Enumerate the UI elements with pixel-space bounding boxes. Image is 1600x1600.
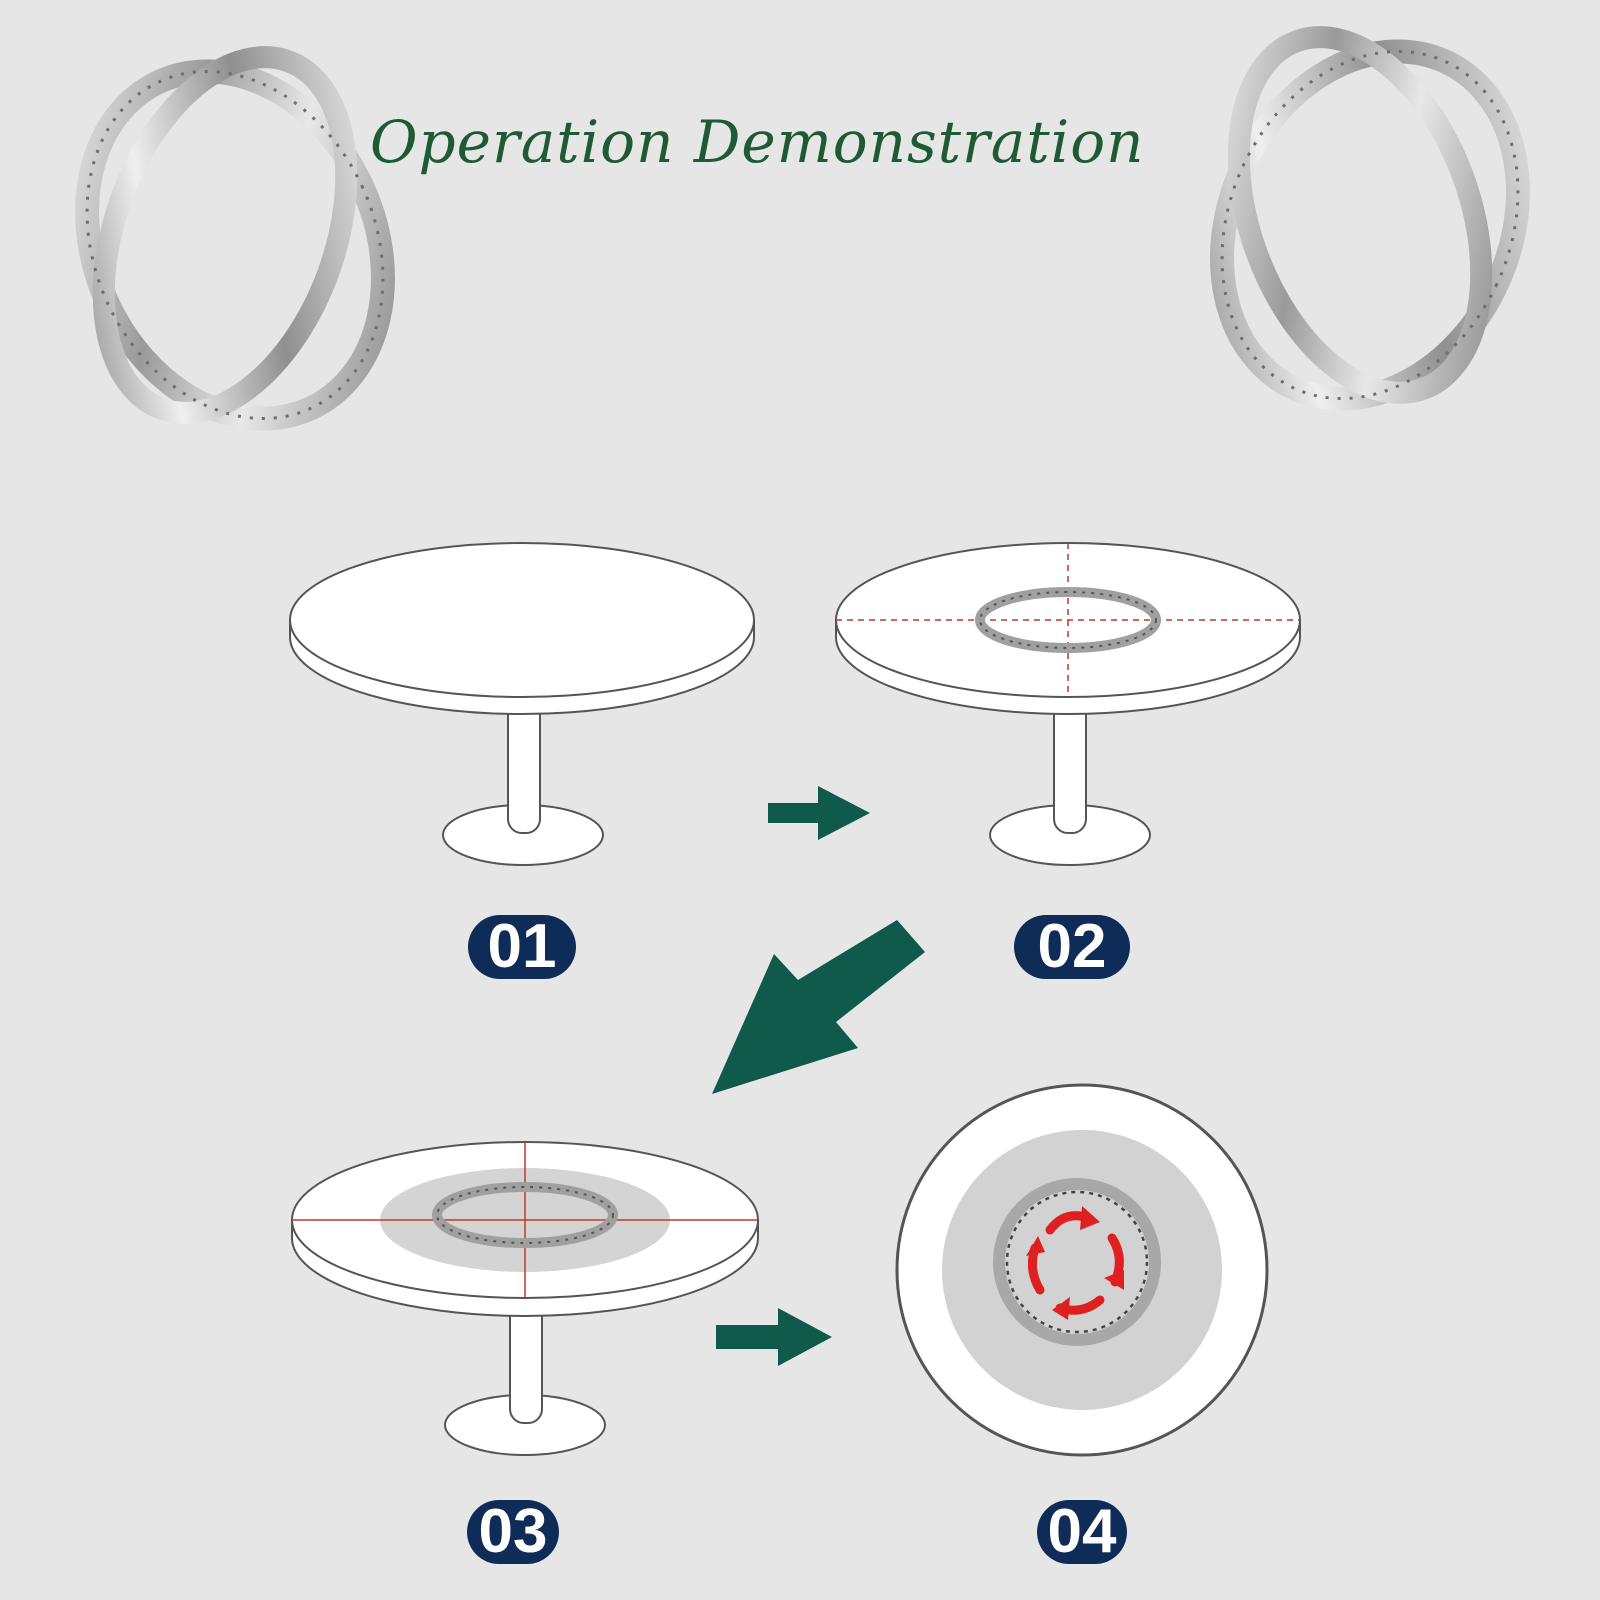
- arrow-right-icon: [716, 1308, 832, 1366]
- lazy-susan-ring-icon: [1210, 26, 1530, 411]
- table-icon: [289, 542, 755, 866]
- table-icon: [835, 542, 1301, 866]
- step-badge-03: 03: [467, 1500, 559, 1564]
- rotation-arrows-icon: [1026, 1206, 1124, 1320]
- step-badge-04: 04: [1037, 1500, 1127, 1564]
- arrow-right-icon: [768, 786, 870, 840]
- step-badge-01: 01: [468, 915, 576, 979]
- step-badge-02: 02: [1014, 915, 1130, 979]
- arrow-down-left-icon: [712, 920, 925, 1094]
- lazy-susan-ring-icon: [432, 1182, 618, 1248]
- table-icon: [291, 1141, 759, 1456]
- lazy-susan-ring-icon: [975, 587, 1161, 653]
- lazy-susan-ring-icon: [75, 46, 395, 431]
- page-title: Operation Demonstration: [370, 108, 1145, 176]
- table-top-view: [895, 1083, 1269, 1457]
